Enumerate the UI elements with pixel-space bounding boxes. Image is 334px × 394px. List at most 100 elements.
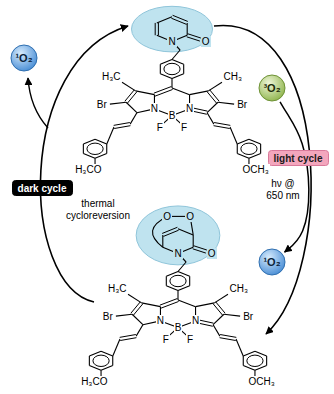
bond	[107, 127, 114, 144]
double-bond	[213, 304, 222, 315]
atom-label: H₃CO	[80, 376, 108, 387]
bond	[214, 294, 228, 303]
node-outline	[12, 181, 72, 196]
double-bond	[125, 90, 134, 101]
aromatic-circle	[170, 275, 186, 286]
atom-label: B	[174, 322, 183, 333]
atom-label: Br	[96, 99, 108, 110]
bond	[190, 91, 209, 95]
double-bond	[154, 87, 172, 94]
annotation-text: thermal cycloreversion	[61, 198, 135, 222]
dark-cycle-box: dark cycle	[12, 180, 73, 196]
bond	[260, 144, 261, 154]
bond	[237, 144, 238, 154]
highlight-ellipse	[132, 6, 213, 52]
double-bond	[127, 92, 136, 103]
node-outline	[259, 249, 285, 275]
bond	[83, 144, 84, 154]
singlet-oxygen-circle: ¹O₂	[10, 44, 38, 72]
bond	[160, 64, 161, 74]
bond	[224, 314, 240, 316]
node-text: ¹O₂	[263, 256, 280, 268]
bond	[95, 158, 96, 164]
double-bond	[162, 227, 177, 233]
connector-arrow	[280, 102, 309, 252]
bond	[218, 102, 234, 104]
atom-label: B	[168, 110, 177, 121]
bond	[142, 303, 161, 307]
bond	[166, 276, 167, 286]
double-bond	[220, 335, 236, 338]
double-bond	[214, 126, 230, 129]
bond	[172, 50, 180, 60]
double-bond	[161, 301, 179, 308]
node-outline	[11, 45, 37, 71]
atom-label: N	[150, 103, 159, 114]
bond	[157, 17, 172, 23]
bond	[213, 314, 224, 324]
atom-label: O	[185, 211, 195, 222]
atom-label: Br	[102, 311, 114, 322]
bond	[112, 356, 113, 366]
bond	[132, 314, 143, 324]
double-bond	[155, 23, 156, 35]
double-bond	[220, 338, 236, 341]
node-outline	[259, 75, 285, 101]
double-bond	[216, 302, 225, 313]
atom-label: OCH₃	[248, 376, 276, 387]
double-bond	[193, 249, 206, 253]
atom-label: F	[186, 334, 194, 345]
singlet-oxygen-circle: ¹O₂	[258, 248, 286, 276]
bond	[172, 88, 190, 95]
node-text: light cycle	[274, 153, 323, 164]
double-bond	[214, 123, 230, 126]
double-bond	[210, 90, 219, 101]
light-cycle-arrow	[214, 25, 311, 334]
aromatic-circle	[87, 143, 103, 154]
atom-label: H₃CO	[74, 164, 102, 175]
bond	[236, 339, 243, 356]
atom-label: N	[173, 248, 182, 259]
bond	[213, 325, 220, 336]
bond	[178, 262, 186, 272]
dark-cycle-arrow	[40, 26, 128, 302]
double-bond	[114, 123, 130, 126]
atom-label: CH₃	[222, 71, 243, 82]
double-bond	[163, 230, 178, 236]
bond	[243, 356, 244, 366]
bond	[183, 64, 184, 74]
double-bond	[158, 23, 159, 35]
bond	[136, 91, 155, 95]
bond	[230, 127, 237, 144]
double-bond	[120, 335, 136, 338]
bond	[130, 113, 137, 124]
light-cycle-box: light cycle	[268, 150, 329, 166]
bond	[208, 82, 222, 91]
bond	[113, 339, 120, 356]
bond	[116, 314, 132, 316]
aromatic-circle	[164, 63, 180, 74]
bond	[196, 303, 215, 307]
atom-label: O	[201, 36, 211, 47]
aromatic-circle	[93, 355, 109, 366]
bond	[162, 235, 163, 247]
node-text: ³O₂	[263, 82, 280, 94]
double-bond	[160, 299, 178, 306]
double-bond	[155, 89, 173, 96]
bond	[248, 158, 249, 164]
bond	[122, 82, 136, 91]
bond	[193, 235, 194, 247]
node-outline	[268, 151, 328, 166]
atom-label: O	[207, 248, 217, 259]
atom-label: H₃C	[107, 283, 128, 294]
node-text: dark cycle	[18, 183, 67, 194]
bond	[266, 356, 267, 366]
double-bond	[173, 15, 188, 21]
highlight-ellipse	[136, 206, 220, 265]
atom-label: O	[162, 211, 172, 222]
bond	[178, 229, 193, 235]
atom-label: F	[180, 122, 188, 133]
atom-label: N	[185, 103, 194, 114]
aromatic-circle	[241, 143, 257, 154]
node-text: ¹O₂	[15, 52, 32, 64]
